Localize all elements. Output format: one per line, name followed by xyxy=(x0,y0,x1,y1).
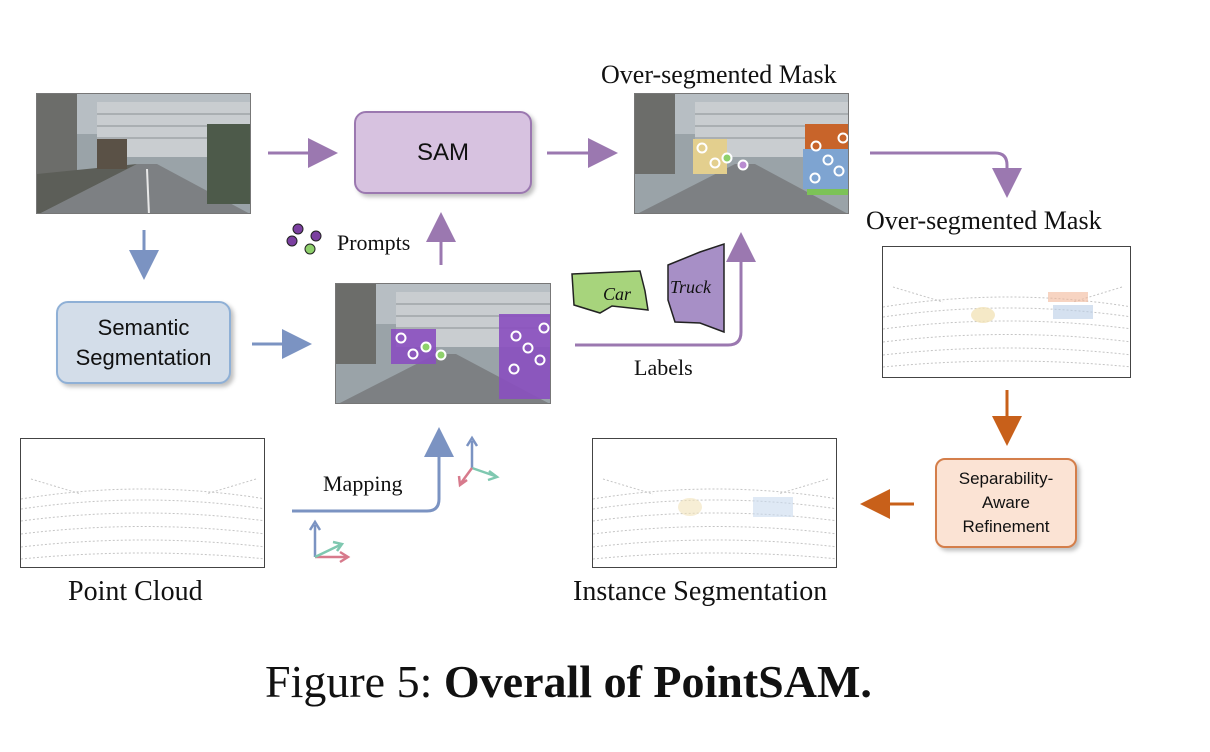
lidar-scan-raw xyxy=(21,478,264,560)
arrow-mapping xyxy=(292,427,454,513)
labels-label: Labels xyxy=(634,355,693,380)
truck-tag-label: Truck xyxy=(670,277,712,297)
prompts-label: Prompts xyxy=(337,230,411,255)
refinement-box: Separability- Aware Refinement xyxy=(935,458,1077,548)
camera-image-prompts xyxy=(335,283,551,404)
car-tag-label: Car xyxy=(603,284,632,304)
mapping-label: Mapping xyxy=(323,471,403,496)
sam-label: SAM xyxy=(416,138,469,166)
car-tag-shape xyxy=(571,270,649,314)
lidar-scan-mask xyxy=(883,286,1130,368)
street-scene-prompts xyxy=(336,284,550,403)
semantic-segmentation-box: Semantic Segmentation xyxy=(56,301,231,384)
semantic-seg-line1: Semantic xyxy=(97,314,190,340)
arrow-overseg-to-lidar-mask xyxy=(870,151,1022,198)
overseg-title-top: Over-segmented Mask xyxy=(601,60,837,89)
street-scene-overseg xyxy=(635,94,848,213)
overseg-title-right: Over-segmented Mask xyxy=(866,206,1102,235)
refine-line2: Aware xyxy=(982,493,1030,512)
street-scene xyxy=(37,94,250,213)
truck-tag-shape xyxy=(667,242,725,334)
camera-image-input xyxy=(36,93,251,214)
arrow-labels-to-overseg xyxy=(575,232,756,347)
refine-line1: Separability- xyxy=(958,469,1054,488)
point-cloud-label: Point Cloud xyxy=(68,576,203,607)
lidar-scan-instance xyxy=(593,478,836,560)
refine-line3: Refinement xyxy=(962,517,1050,536)
axes-icon-mapping xyxy=(457,435,500,488)
caption-title: Overall of PointSAM. xyxy=(443,656,872,707)
semantic-seg-line2: Segmentation xyxy=(75,344,212,370)
sam-box: SAM xyxy=(354,111,532,194)
camera-image-overseg xyxy=(634,93,849,214)
figure-caption: Figure 5: Overall of PointSAM. xyxy=(265,655,872,708)
instance-segmentation-label: Instance Segmentation xyxy=(573,576,828,607)
prompt-dots-icon xyxy=(286,223,322,255)
lidar-point-cloud xyxy=(20,438,265,568)
caption-prefix: Figure 5: xyxy=(265,656,444,707)
axes-icon-pointcloud xyxy=(308,519,351,564)
lidar-instance-segmentation xyxy=(592,438,837,568)
lidar-overseg-mask xyxy=(882,246,1131,378)
